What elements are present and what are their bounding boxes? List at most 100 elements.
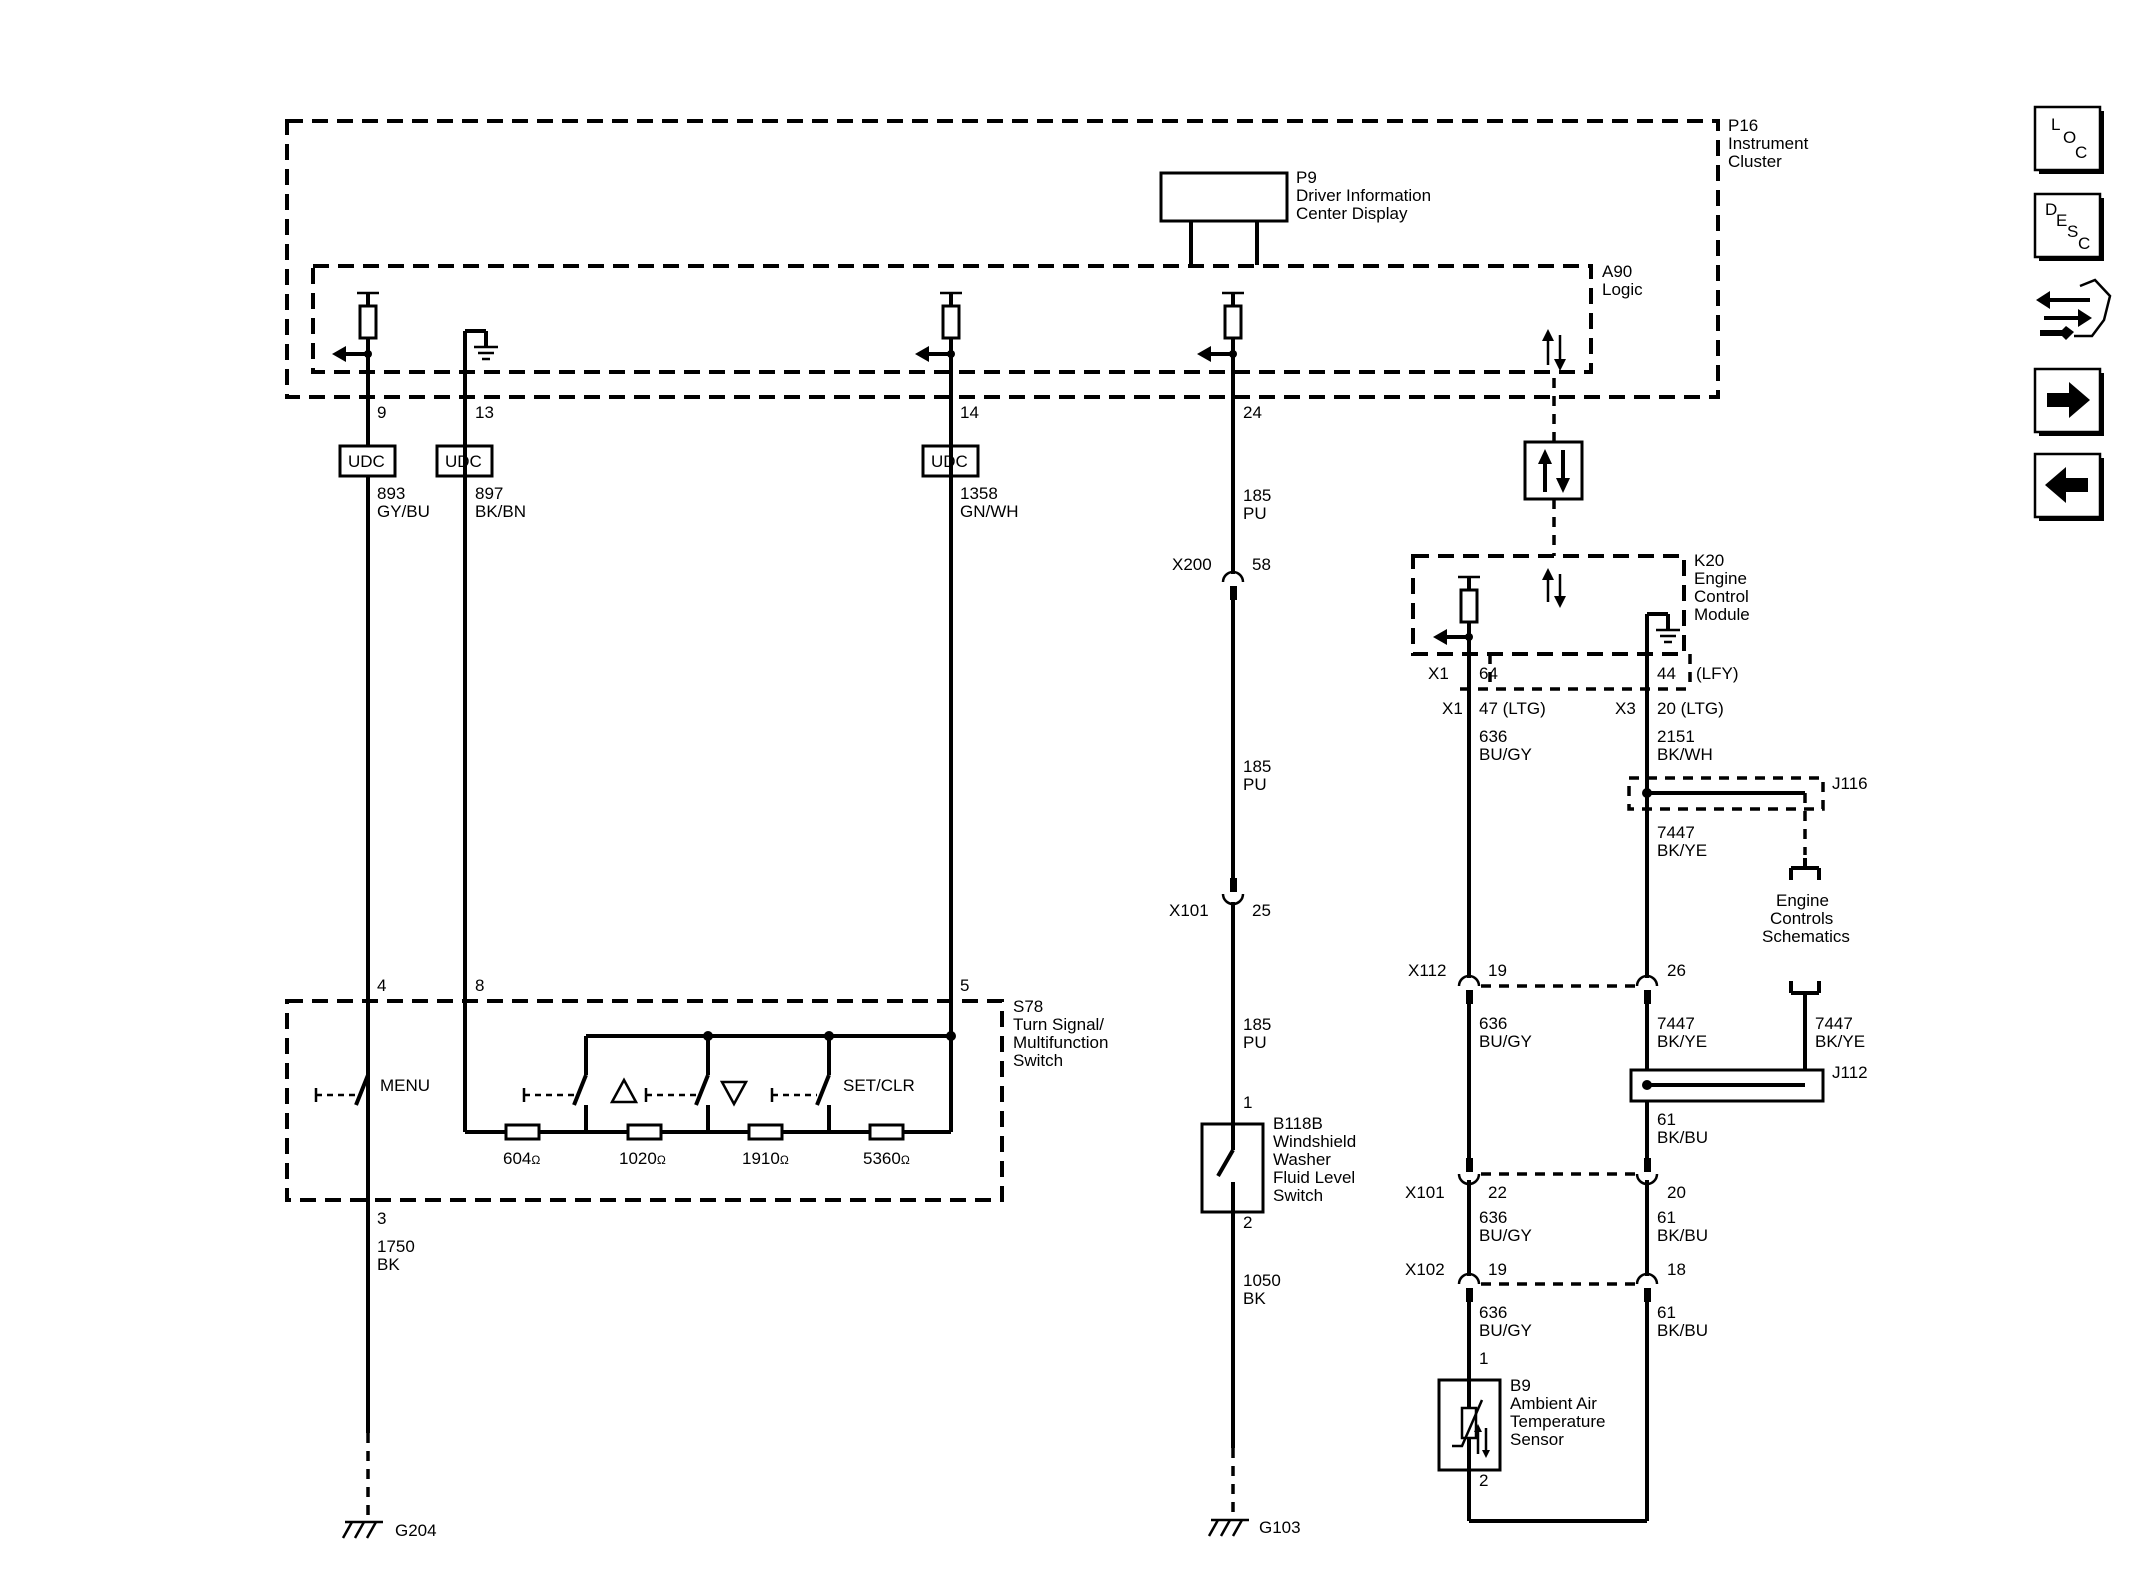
p16-label-1: Instrument bbox=[1728, 134, 1809, 153]
wire-2151-circuit: 2151 bbox=[1657, 727, 1695, 746]
resistor-1910 bbox=[747, 1123, 784, 1141]
wire-61b-circuit: 61 bbox=[1657, 1208, 1676, 1227]
b118b-label-1: Windshield bbox=[1273, 1132, 1356, 1151]
set-clr-switch: SET/CLR bbox=[770, 1074, 915, 1106]
wire-636a-color: BU/GY bbox=[1479, 745, 1532, 764]
engine-controls-reference[interactable]: Engine Controls Schematics bbox=[1762, 858, 1850, 946]
wire-61a-color: BK/BU bbox=[1657, 1128, 1708, 1147]
udc-label-9: UDC bbox=[348, 452, 385, 471]
wire-185c-color: PU bbox=[1243, 1033, 1267, 1052]
menu-switch: MENU bbox=[314, 1074, 430, 1106]
desc-letter-s: S bbox=[2067, 222, 2078, 241]
connector-x200: X200 58 bbox=[1172, 555, 1271, 600]
resistor-604-label: 604Ω bbox=[503, 1149, 540, 1168]
k20-pin-44: 44 bbox=[1657, 664, 1676, 683]
pin-9: 9 bbox=[377, 403, 386, 422]
pin-s78-3: 3 bbox=[377, 1209, 386, 1228]
connector-x102: X102 19 18 bbox=[1405, 1260, 1686, 1302]
s78-label-3: Switch bbox=[1013, 1051, 1063, 1070]
wire-636a-circuit: 636 bbox=[1479, 727, 1507, 746]
p16-instrument-cluster-boundary bbox=[285, 119, 1720, 399]
x200-name: X200 bbox=[1172, 555, 1212, 574]
k20-engine-control-module-boundary bbox=[1411, 554, 1686, 656]
k20-lfy-label: (LFY) bbox=[1696, 664, 1739, 683]
left-arrow-icon bbox=[2045, 467, 2088, 503]
s78-label-2: Multifunction bbox=[1013, 1033, 1108, 1052]
wire-185a-circuit: 185 bbox=[1243, 486, 1271, 505]
x112-pin-left: 19 bbox=[1488, 961, 1507, 980]
ground-g204-label: G204 bbox=[395, 1521, 437, 1540]
location-button[interactable]: L O C bbox=[2033, 105, 2104, 174]
wire-1050-color: BK bbox=[1243, 1289, 1266, 1308]
a90-logic-boundary bbox=[311, 264, 1593, 374]
pin-13: 13 bbox=[475, 403, 494, 422]
p9-display-box bbox=[1159, 171, 1289, 223]
k20-x1-label: X1 bbox=[1428, 664, 1449, 683]
previous-page-button[interactable] bbox=[2033, 452, 2104, 521]
k20-id: K20 bbox=[1694, 551, 1724, 570]
wire-185a-color: PU bbox=[1243, 504, 1267, 523]
resistor-5360-label: 5360Ω bbox=[863, 1149, 910, 1168]
wire-636d-color: BU/GY bbox=[1479, 1321, 1532, 1340]
x200-pin: 58 bbox=[1252, 555, 1271, 574]
wire-61c-color: BK/BU bbox=[1657, 1321, 1708, 1340]
ground-g103-icon bbox=[1207, 1518, 1249, 1537]
wire-7447a-color: BK/YE bbox=[1657, 841, 1707, 860]
k20-ground-44 bbox=[1647, 612, 1680, 644]
ground-g103-label: G103 bbox=[1259, 1518, 1301, 1537]
pin-b9-1: 1 bbox=[1479, 1349, 1488, 1368]
p9-id: P9 bbox=[1296, 168, 1317, 187]
j112-label: J112 bbox=[1832, 1063, 1868, 1082]
description-button[interactable]: D E S C bbox=[2033, 192, 2104, 261]
wire-636b-circuit: 636 bbox=[1479, 1014, 1507, 1033]
wire-897-color: BK/BN bbox=[475, 502, 526, 521]
a90-input-9 bbox=[332, 291, 379, 362]
engine-ref-line-1: Engine bbox=[1776, 891, 1829, 910]
repair-info-icon[interactable] bbox=[2036, 278, 2112, 340]
wire-893-color: GY/BU bbox=[377, 502, 430, 521]
p9-label-1: Driver Information bbox=[1296, 186, 1431, 205]
a90-input-24 bbox=[1197, 291, 1244, 362]
wire-185c-circuit: 185 bbox=[1243, 1015, 1271, 1034]
splice-j112: J112 bbox=[1629, 1063, 1868, 1103]
b118b-label-2: Washer bbox=[1273, 1150, 1331, 1169]
wire-1750-color: BK bbox=[377, 1255, 400, 1274]
b9-ambient-air-temperature-sensor bbox=[1437, 1378, 1502, 1472]
loc-letter-l: L bbox=[2051, 115, 2060, 134]
wire-1750-circuit: 1750 bbox=[377, 1237, 415, 1256]
x102-pin-left: 19 bbox=[1488, 1260, 1507, 1279]
loc-letter-o: O bbox=[2063, 128, 2076, 147]
wire-61a-circuit: 61 bbox=[1657, 1110, 1676, 1129]
volume-up-switch bbox=[522, 1074, 639, 1106]
connector-x101-a: X101 25 bbox=[1169, 878, 1271, 920]
wire-185b-color: PU bbox=[1243, 775, 1267, 794]
engine-ref-line-2: Controls bbox=[1770, 909, 1833, 928]
resistor-5360 bbox=[868, 1123, 905, 1141]
s78-label-1: Turn Signal/ bbox=[1013, 1015, 1104, 1034]
resistor-1910-label: 1910Ω bbox=[742, 1149, 789, 1168]
pin-24: 24 bbox=[1243, 403, 1262, 422]
s78-switch-boundary bbox=[285, 999, 1004, 1202]
wire-636b-color: BU/GY bbox=[1479, 1032, 1532, 1051]
splice-j116: J116 bbox=[1627, 774, 1868, 855]
wire-61c-circuit: 61 bbox=[1657, 1303, 1676, 1322]
a90-serial-data-icon bbox=[1542, 329, 1566, 371]
j116-label: J116 bbox=[1832, 774, 1868, 793]
p16-id: P16 bbox=[1728, 116, 1758, 135]
wire-7447b-color: BK/YE bbox=[1657, 1032, 1707, 1051]
setclr-label: SET/CLR bbox=[843, 1076, 915, 1095]
x3-ltg-label: X3 bbox=[1615, 699, 1636, 718]
connector-x112: X112 19 26 bbox=[1408, 961, 1686, 1004]
k20-label-3: Module bbox=[1694, 605, 1750, 624]
next-page-button[interactable] bbox=[2033, 367, 2104, 436]
x101b-pin-right: 20 bbox=[1667, 1183, 1686, 1202]
b9-id: B9 bbox=[1510, 1376, 1531, 1395]
k20-serial-data-icon bbox=[1542, 568, 1566, 608]
wire-185b-circuit: 185 bbox=[1243, 757, 1271, 776]
udc-box-9: UDC bbox=[338, 444, 397, 478]
up-triangle-icon bbox=[609, 1077, 639, 1104]
wire-1358-color: GN/WH bbox=[960, 502, 1019, 521]
p16-label-2: Cluster bbox=[1728, 152, 1782, 171]
x1-ltg-pin: 47 (LTG) bbox=[1479, 699, 1546, 718]
ground-g204-icon bbox=[341, 1520, 383, 1539]
